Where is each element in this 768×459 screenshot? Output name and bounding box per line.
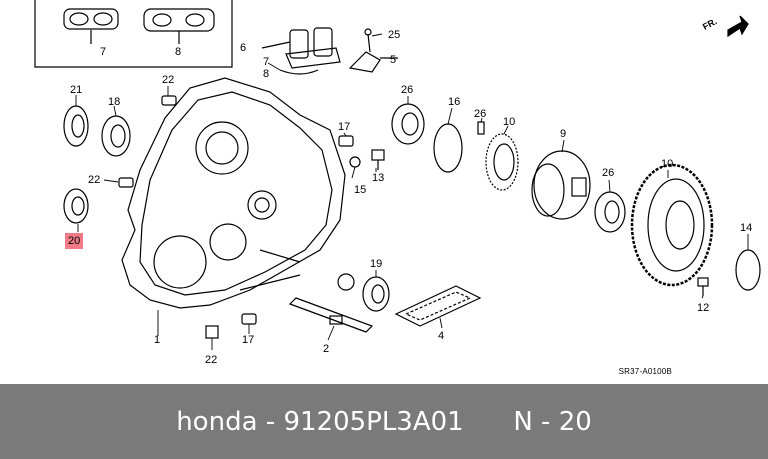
gasket-7: [63, 8, 119, 44]
part-label-25-lower: 26: [602, 167, 615, 179]
part-label-4: 4: [438, 330, 445, 342]
leader-lines: [75, 33, 749, 350]
diagram-drawing: [34, 0, 761, 350]
bearing-25-lower: [594, 191, 626, 233]
part-label-12: 12: [697, 302, 710, 314]
inset-box: [34, 0, 233, 68]
part-info-footer: honda - 91205PL3A01 N - 20: [0, 384, 768, 459]
part-label-19: 19: [370, 258, 383, 270]
differential-9: [531, 150, 591, 220]
part-label-2: 2: [323, 343, 330, 355]
part-label-23-upper: 22: [162, 74, 175, 86]
part-label-25-upper: 26: [401, 84, 414, 96]
seal-20: [63, 188, 89, 224]
dowel-23-lower: [118, 177, 134, 188]
seal-21: [63, 105, 89, 147]
part-label-8: 8: [263, 68, 270, 80]
nut-22: [205, 325, 219, 339]
fr-arrow: [727, 15, 749, 38]
washer-15: [349, 156, 361, 168]
bearing-19: [362, 276, 390, 312]
part-label-16: 16: [448, 96, 461, 108]
footer-gap: [464, 407, 514, 437]
separator-dash: -: [265, 406, 276, 437]
part-label-23-lower: 22: [88, 174, 101, 186]
inset-label-7: 7: [100, 46, 107, 58]
bolt-12: [697, 277, 709, 296]
part-label-17-upper: 17: [338, 121, 351, 133]
solenoid-assembly: [261, 27, 341, 75]
part-label-9: 9: [560, 128, 567, 140]
part-label-18: 18: [108, 96, 121, 108]
part-label-10: 10: [661, 158, 674, 170]
dowel-23-upper: [161, 95, 177, 106]
final-gear-10: [630, 163, 714, 287]
part-label-24: 25: [388, 29, 401, 41]
snap-ring-14: [735, 249, 761, 291]
footer-separator: -: [258, 407, 284, 437]
dowel-17-lower: [241, 313, 257, 325]
part-label-11: 10: [503, 116, 516, 128]
drawing-code: SR37-A0100B: [618, 367, 672, 376]
footer-brand: honda: [176, 406, 258, 437]
part-label-20-highlighted: 20: [65, 233, 84, 249]
part-label-15: 15: [354, 184, 367, 196]
part-label-21: 21: [70, 84, 83, 96]
parts-diagram: 7 8 6 7 8 25 5 21 18 22 22 20 17 13 15 2…: [34, 0, 761, 376]
part-label-6: 6: [240, 42, 247, 54]
dowel-17-upper: [338, 135, 354, 147]
snap-ring-16: [433, 123, 463, 173]
part-label-26: 26: [474, 108, 487, 120]
part-label-5: 5: [390, 54, 397, 66]
gasket-8: [143, 8, 215, 44]
transmission-housing: [121, 77, 346, 309]
gasket-4: [394, 285, 482, 327]
footer-part-number: 91205PL3A01: [283, 406, 464, 437]
bolt-13: [371, 149, 385, 170]
bearing-18: [101, 115, 131, 157]
pin-26: [477, 121, 485, 135]
sensor-gear-11: [485, 133, 519, 191]
part-label-22: 22: [205, 354, 218, 366]
bracket-5: [348, 28, 398, 73]
footer-ref: N - 20: [513, 406, 592, 437]
washer: [337, 273, 355, 291]
bearing-25-upper: [391, 103, 425, 145]
part-label-13: 13: [372, 172, 385, 184]
part-label-17-lower: 17: [242, 334, 255, 346]
pipe-2: [288, 297, 374, 333]
part-label-14: 14: [740, 222, 753, 234]
inset-label-8: 8: [175, 46, 182, 58]
part-label-7: 7: [263, 56, 270, 68]
part-label-1: 1: [154, 334, 161, 346]
